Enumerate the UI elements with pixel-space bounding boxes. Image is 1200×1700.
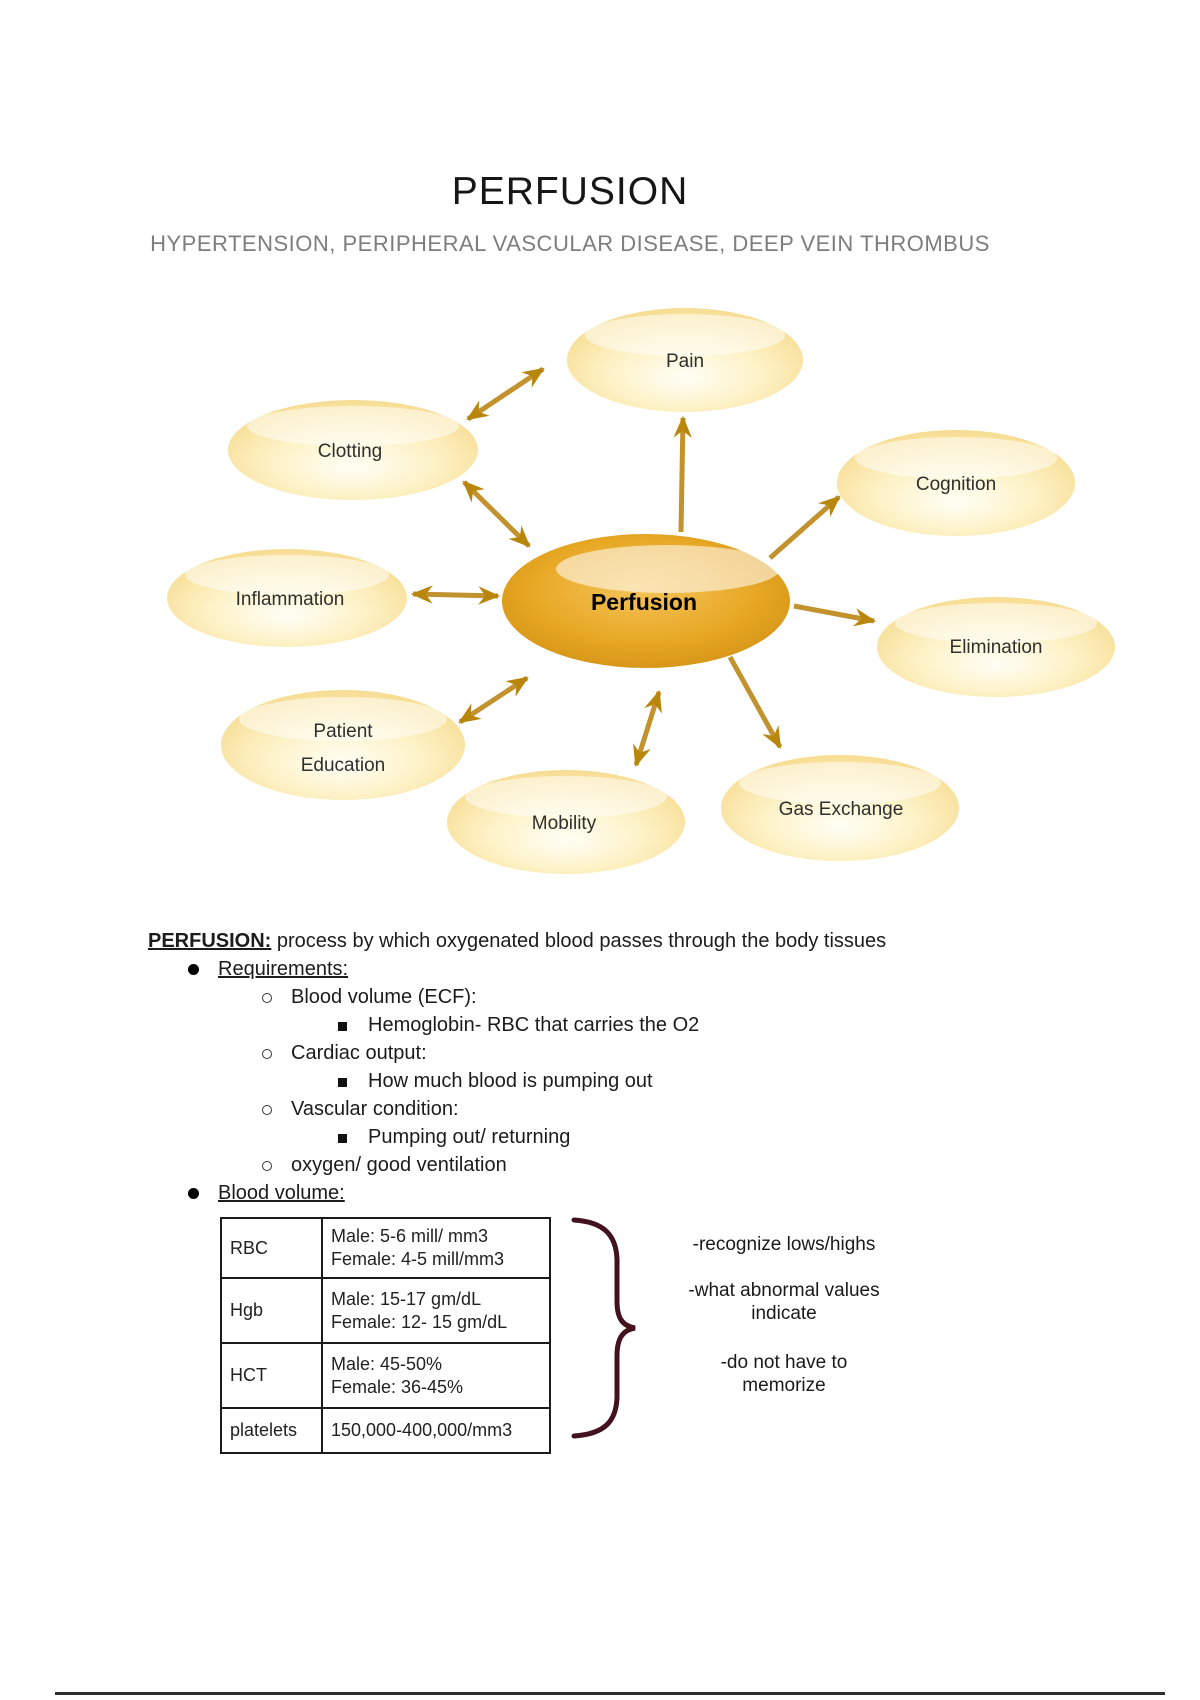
annotation-abnormal: -what abnormal values bbox=[688, 1280, 880, 1301]
blood-values-table: RBC Male: 5-6 mill/ mm3 Female: 4-5 mill… bbox=[220, 1217, 551, 1454]
arrow-clotting-perfusion bbox=[462, 480, 531, 548]
brace-icon bbox=[571, 1217, 636, 1439]
table-row: RBC Male: 5-6 mill/ mm3 Female: 4-5 mill… bbox=[220, 1217, 551, 1279]
node-label: Pain bbox=[666, 351, 704, 372]
table-row: HCT Male: 45-50% Female: 36-45% bbox=[220, 1342, 551, 1409]
value-line: Female: 12- 15 gm/dL bbox=[331, 1311, 508, 1332]
circle-bullet-icon bbox=[262, 1049, 272, 1059]
disc-bullet-icon bbox=[188, 1188, 199, 1199]
node-perfusion-center: Perfusion bbox=[502, 534, 790, 668]
node-label: Elimination bbox=[950, 637, 1043, 658]
arrow-group bbox=[410, 366, 877, 768]
annotation-abnormal-cont: indicate bbox=[751, 1303, 817, 1324]
row-label: platelets bbox=[220, 1407, 323, 1454]
node-patient-education: Patient Education bbox=[221, 690, 465, 800]
row-label: HCT bbox=[220, 1342, 323, 1409]
center-label: Perfusion bbox=[591, 589, 697, 615]
node-pain: Pain bbox=[567, 308, 803, 412]
arrow-perfusion-patient-education bbox=[458, 675, 529, 725]
arrow-perfusion-elimination bbox=[793, 603, 877, 627]
bullet-line: Vascular condition: bbox=[262, 1098, 459, 1121]
node-label: Clotting bbox=[318, 441, 382, 462]
circle-bullet-icon bbox=[262, 1105, 272, 1115]
node-label: Inflammation bbox=[236, 589, 345, 610]
node-label: Education bbox=[301, 755, 386, 776]
node-inflammation: Inflammation bbox=[167, 549, 407, 647]
row-value: 150,000-400,000/mm3 bbox=[321, 1407, 551, 1454]
table-row: Hgb Male: 15-17 gm/dL Female: 12- 15 gm/… bbox=[220, 1277, 551, 1344]
row-value: Male: 5-6 mill/ mm3 Female: 4-5 mill/mm3 bbox=[321, 1217, 551, 1279]
bullet-line: Blood volume: bbox=[188, 1182, 345, 1205]
table-row: platelets 150,000-400,000/mm3 bbox=[220, 1407, 551, 1454]
row-value: Male: 15-17 gm/dL Female: 12- 15 gm/dL bbox=[321, 1277, 551, 1344]
square-bullet-icon bbox=[338, 1022, 347, 1031]
square-bullet-icon bbox=[338, 1078, 347, 1087]
bullet-text: How much blood is pumping out bbox=[368, 1070, 653, 1092]
node-mobility: Mobility bbox=[447, 770, 685, 874]
circle-bullet-icon bbox=[262, 1161, 272, 1171]
row-label: Hgb bbox=[220, 1277, 323, 1344]
bullet-text: Requirements: bbox=[218, 958, 349, 980]
bullet-text: Vascular condition: bbox=[291, 1098, 459, 1120]
node-elimination: Elimination bbox=[877, 597, 1115, 697]
value-line: Female: 4-5 mill/mm3 bbox=[331, 1249, 505, 1269]
arrow-perfusion-pain bbox=[673, 415, 692, 533]
bullet-text: oxygen/ good ventilation bbox=[291, 1154, 507, 1176]
node-clotting: Clotting bbox=[228, 400, 478, 500]
node-cognition: Cognition bbox=[837, 430, 1075, 536]
circle-bullet-icon bbox=[262, 993, 272, 1003]
annotation-memorize-cont: memorize bbox=[742, 1375, 826, 1396]
bullet-line: How much blood is pumping out bbox=[338, 1070, 653, 1093]
page-subtitle: HYPERTENSION, PERIPHERAL VASCULAR DISEAS… bbox=[150, 231, 990, 256]
arrow-perfusion-gas-exchange bbox=[727, 655, 783, 749]
footer-rule bbox=[55, 1692, 1165, 1695]
value-line: Female: 36-45% bbox=[331, 1376, 464, 1397]
definition-text: process by which oxygenated blood passes… bbox=[271, 930, 887, 952]
row-value: Male: 45-50% Female: 36-45% bbox=[321, 1342, 551, 1409]
node-label: Cognition bbox=[916, 474, 996, 495]
arrow-perfusion-mobility bbox=[633, 689, 662, 768]
definition-term: PERFUSION: bbox=[148, 930, 272, 952]
square-bullet-icon bbox=[338, 1134, 347, 1143]
value-line: Male: 5-6 mill/ mm3 bbox=[331, 1226, 489, 1246]
arrow-inflammation-perfusion bbox=[410, 585, 501, 605]
bullet-text: Blood volume: bbox=[218, 1182, 345, 1204]
annotation-memorize: -do not have to bbox=[720, 1352, 848, 1373]
node-label: Gas Exchange bbox=[779, 799, 904, 820]
arrow-perfusion-cognition bbox=[768, 495, 841, 560]
bullet-text: Hemoglobin- RBC that carries the O2 bbox=[368, 1014, 700, 1036]
value-line: Male: 45-50% bbox=[331, 1353, 443, 1374]
node-gas-exchange: Gas Exchange bbox=[721, 755, 959, 861]
bullet-text: Blood volume (ECF): bbox=[291, 986, 477, 1008]
bullet-line: Pumping out/ returning bbox=[338, 1126, 570, 1149]
bullet-line: oxygen/ good ventilation bbox=[262, 1154, 507, 1177]
annotation-recognize: -recognize lows/highs bbox=[692, 1234, 876, 1255]
node-label: Mobility bbox=[532, 813, 597, 834]
bullet-line: Requirements: bbox=[188, 958, 348, 981]
bullet-line: Hemoglobin- RBC that carries the O2 bbox=[338, 1014, 699, 1037]
bullet-line: Blood volume (ECF): bbox=[262, 986, 477, 1009]
row-label: RBC bbox=[220, 1217, 323, 1279]
disc-bullet-icon bbox=[188, 964, 199, 975]
bullet-text: Cardiac output: bbox=[291, 1042, 427, 1064]
page-title: PERFUSION bbox=[451, 170, 689, 213]
node-label: Patient bbox=[313, 721, 373, 742]
value-line: Male: 15-17 gm/dL bbox=[331, 1288, 482, 1309]
arrow-clotting-pain bbox=[466, 366, 545, 422]
bullet-line: Cardiac output: bbox=[262, 1042, 427, 1065]
definition-line: PERFUSION: process by which oxygenated b… bbox=[148, 930, 886, 953]
bullet-text: Pumping out/ returning bbox=[368, 1126, 571, 1148]
value-line: 150,000-400,000/mm3 bbox=[331, 1420, 513, 1440]
